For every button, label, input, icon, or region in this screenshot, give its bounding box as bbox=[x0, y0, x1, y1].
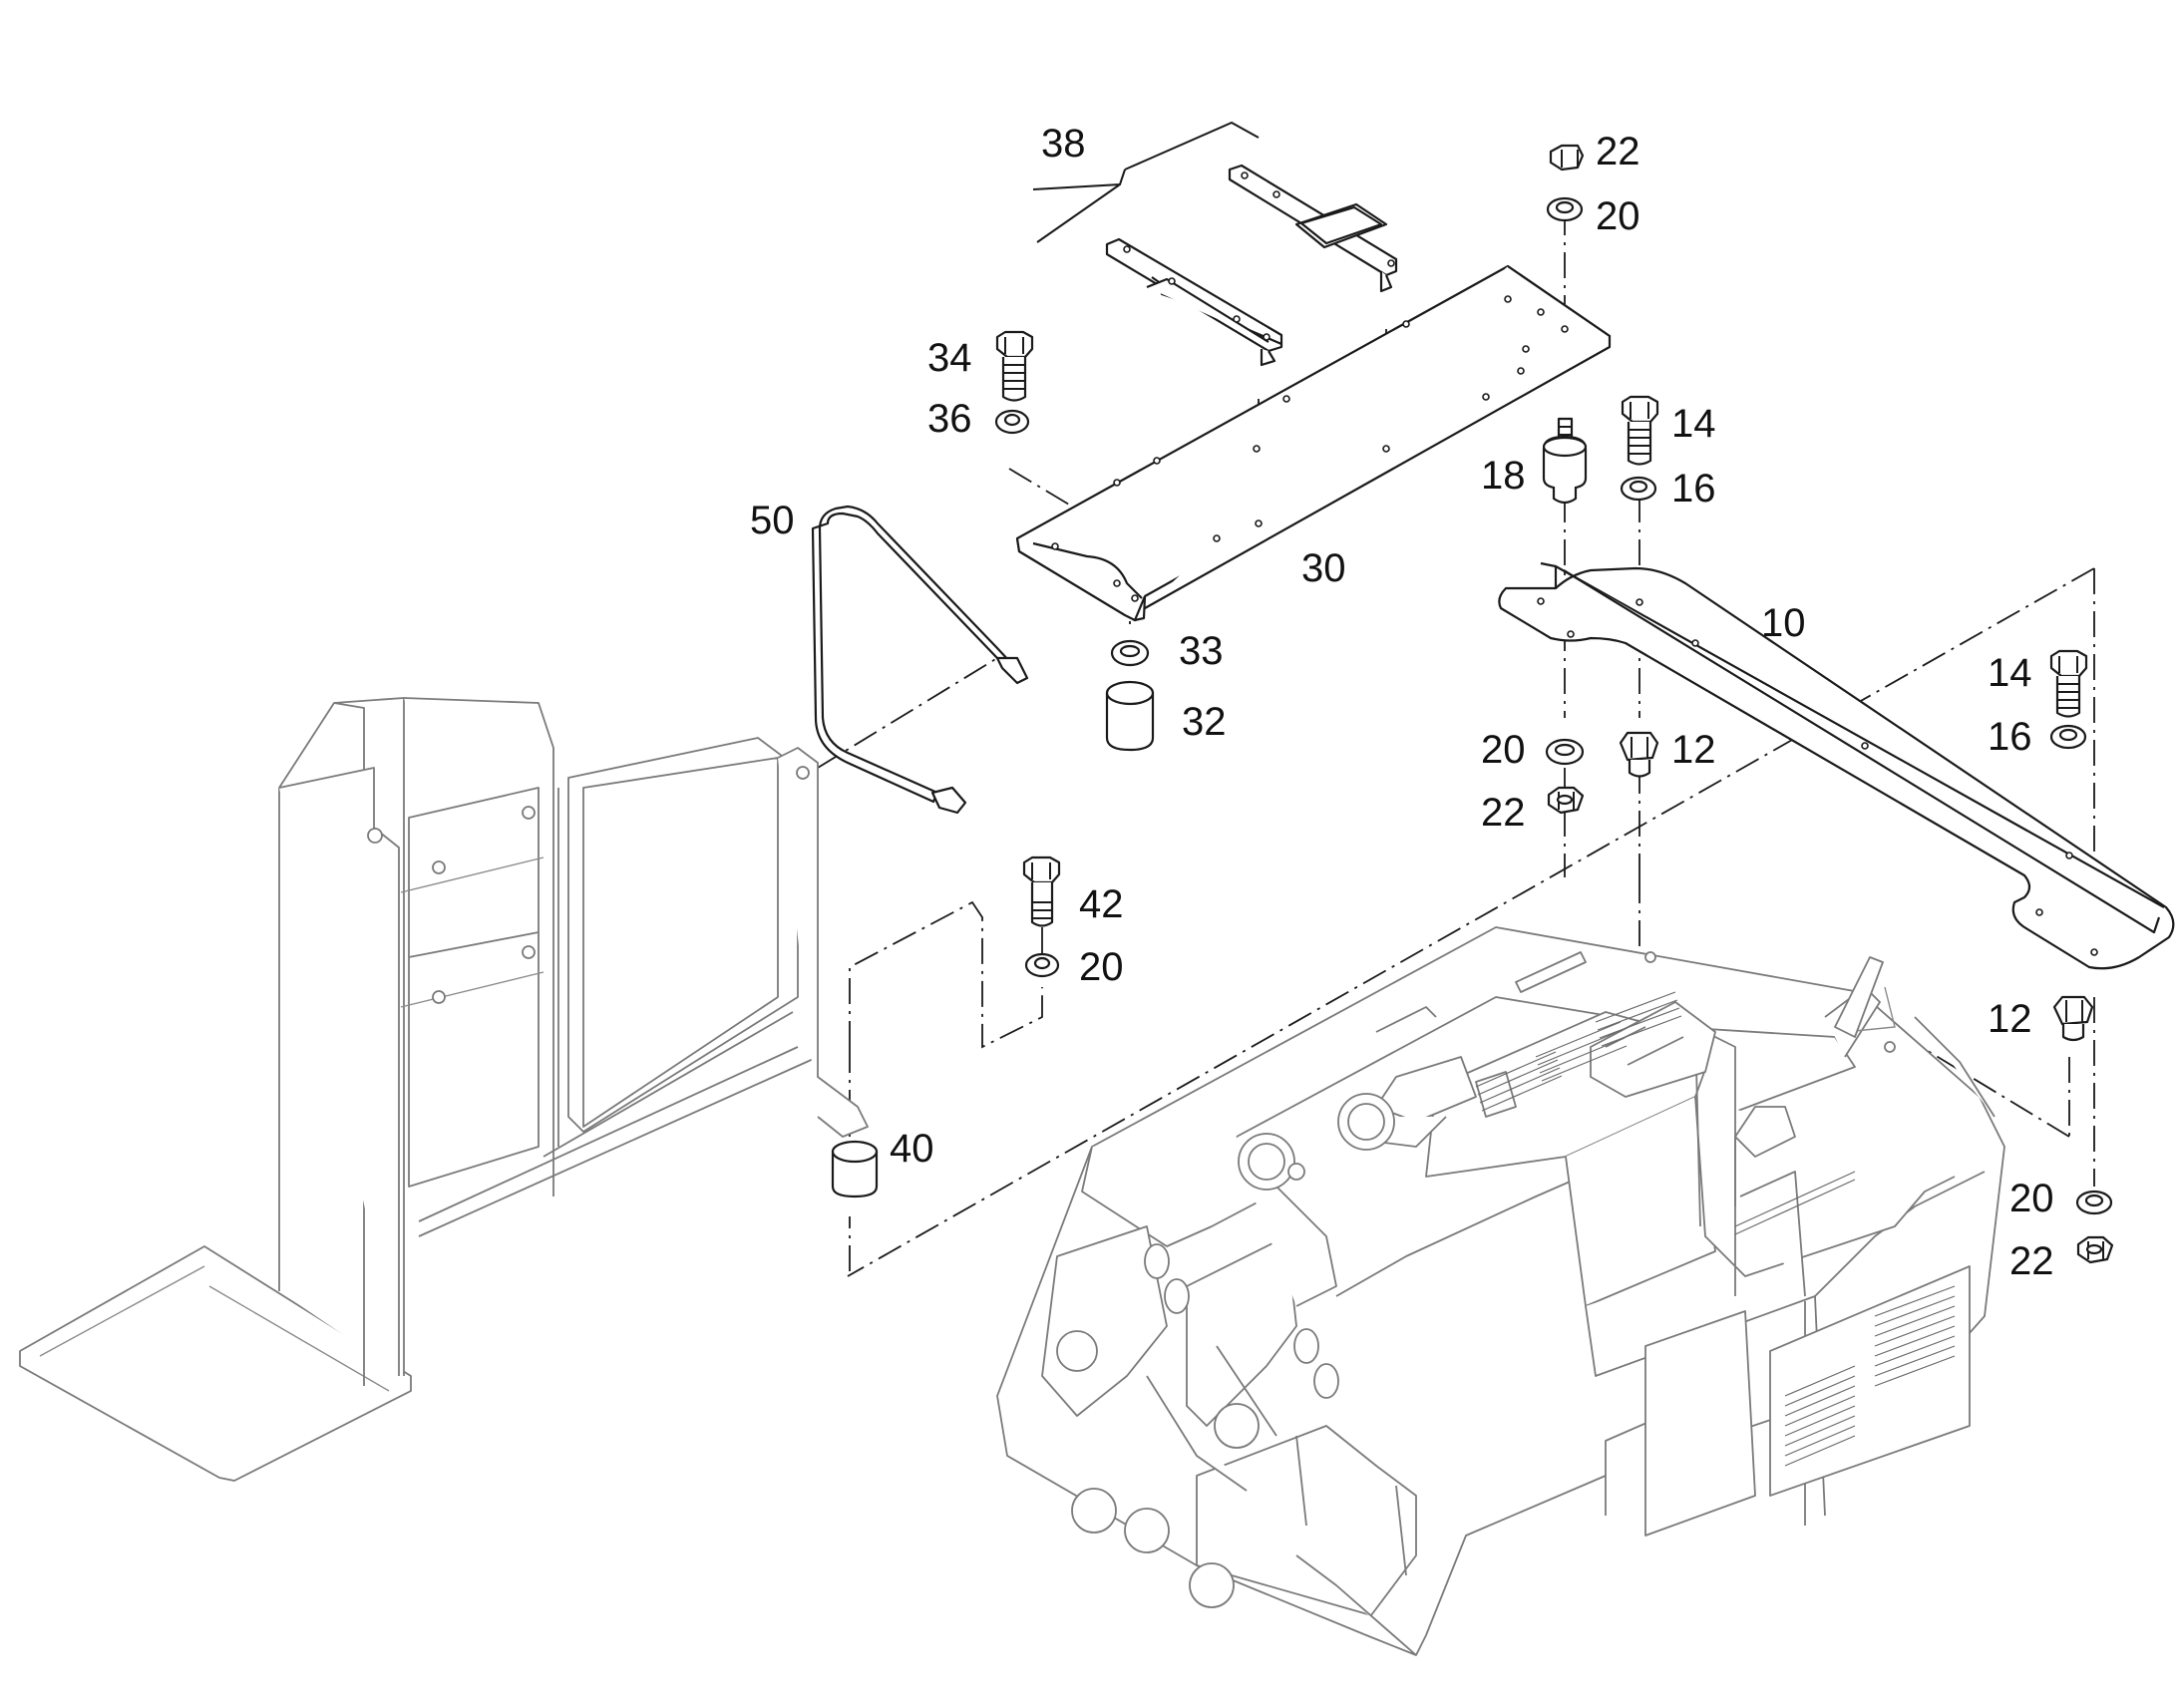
bolt-14-upper bbox=[1621, 395, 1659, 466]
bolt-42 bbox=[1022, 855, 1061, 927]
nut-22-top bbox=[1549, 144, 1585, 171]
washer-20-left bbox=[1024, 952, 1060, 978]
washer-20-mid bbox=[1545, 738, 1585, 766]
callout-40: 40 bbox=[890, 1127, 934, 1171]
battery-stand-assembly bbox=[19, 697, 869, 1482]
callout-30: 30 bbox=[1301, 546, 1346, 590]
callout-16: 16 bbox=[1988, 715, 2032, 759]
nut-22-mid bbox=[1547, 786, 1585, 815]
callout-14: 14 bbox=[1988, 651, 2032, 695]
plate-30 bbox=[1015, 264, 1612, 622]
nut-22-bottom bbox=[2076, 1235, 2114, 1264]
callout-16: 16 bbox=[1671, 467, 1716, 511]
bracket-group-leader bbox=[1032, 121, 1260, 243]
callout-50: 50 bbox=[750, 499, 795, 542]
spacer-40 bbox=[831, 1140, 879, 1198]
washer-20-bottom bbox=[2075, 1190, 2113, 1215]
callout-22: 22 bbox=[1481, 791, 1526, 835]
bracket-pair-38 bbox=[1105, 164, 1398, 367]
washer-16-right bbox=[2049, 724, 2087, 750]
callout-18: 18 bbox=[1481, 454, 1526, 498]
rail-10 bbox=[1498, 561, 2175, 970]
rubber-mount-18 bbox=[1542, 417, 1588, 505]
spacer-32 bbox=[1105, 680, 1155, 752]
callout-labels: 38 22 20 34 36 14 18 16 50 30 10 33 14 3… bbox=[750, 122, 2054, 1283]
callout-20: 20 bbox=[1079, 945, 1124, 989]
callout-33: 33 bbox=[1179, 629, 1224, 673]
bolt-34 bbox=[995, 330, 1034, 402]
callout-32: 32 bbox=[1182, 700, 1227, 744]
callout-36: 36 bbox=[927, 397, 972, 441]
callout-20: 20 bbox=[2009, 1177, 2054, 1220]
callout-34: 34 bbox=[927, 336, 972, 380]
callout-20: 20 bbox=[1481, 728, 1526, 772]
callout-12: 12 bbox=[1988, 997, 2032, 1041]
handrail-50 bbox=[811, 505, 1029, 815]
callout-38: 38 bbox=[1041, 122, 1086, 166]
excavator-upper-structure bbox=[996, 926, 2005, 1656]
callout-42: 42 bbox=[1079, 882, 1124, 926]
callout-20: 20 bbox=[1596, 194, 1640, 238]
callout-10: 10 bbox=[1761, 601, 1806, 645]
callout-14: 14 bbox=[1671, 402, 1716, 446]
callout-22: 22 bbox=[1596, 130, 1640, 173]
washer-16-upper bbox=[1620, 476, 1657, 502]
plug-12-right bbox=[2052, 995, 2094, 1042]
bolt-14-right bbox=[2049, 649, 2088, 718]
washer-20-top bbox=[1546, 196, 1584, 222]
plug-12-mid bbox=[1619, 731, 1659, 778]
callout-12: 12 bbox=[1671, 728, 1716, 772]
washer-33 bbox=[1110, 639, 1150, 667]
callout-22: 22 bbox=[2009, 1239, 2054, 1283]
washer-36 bbox=[994, 409, 1030, 435]
